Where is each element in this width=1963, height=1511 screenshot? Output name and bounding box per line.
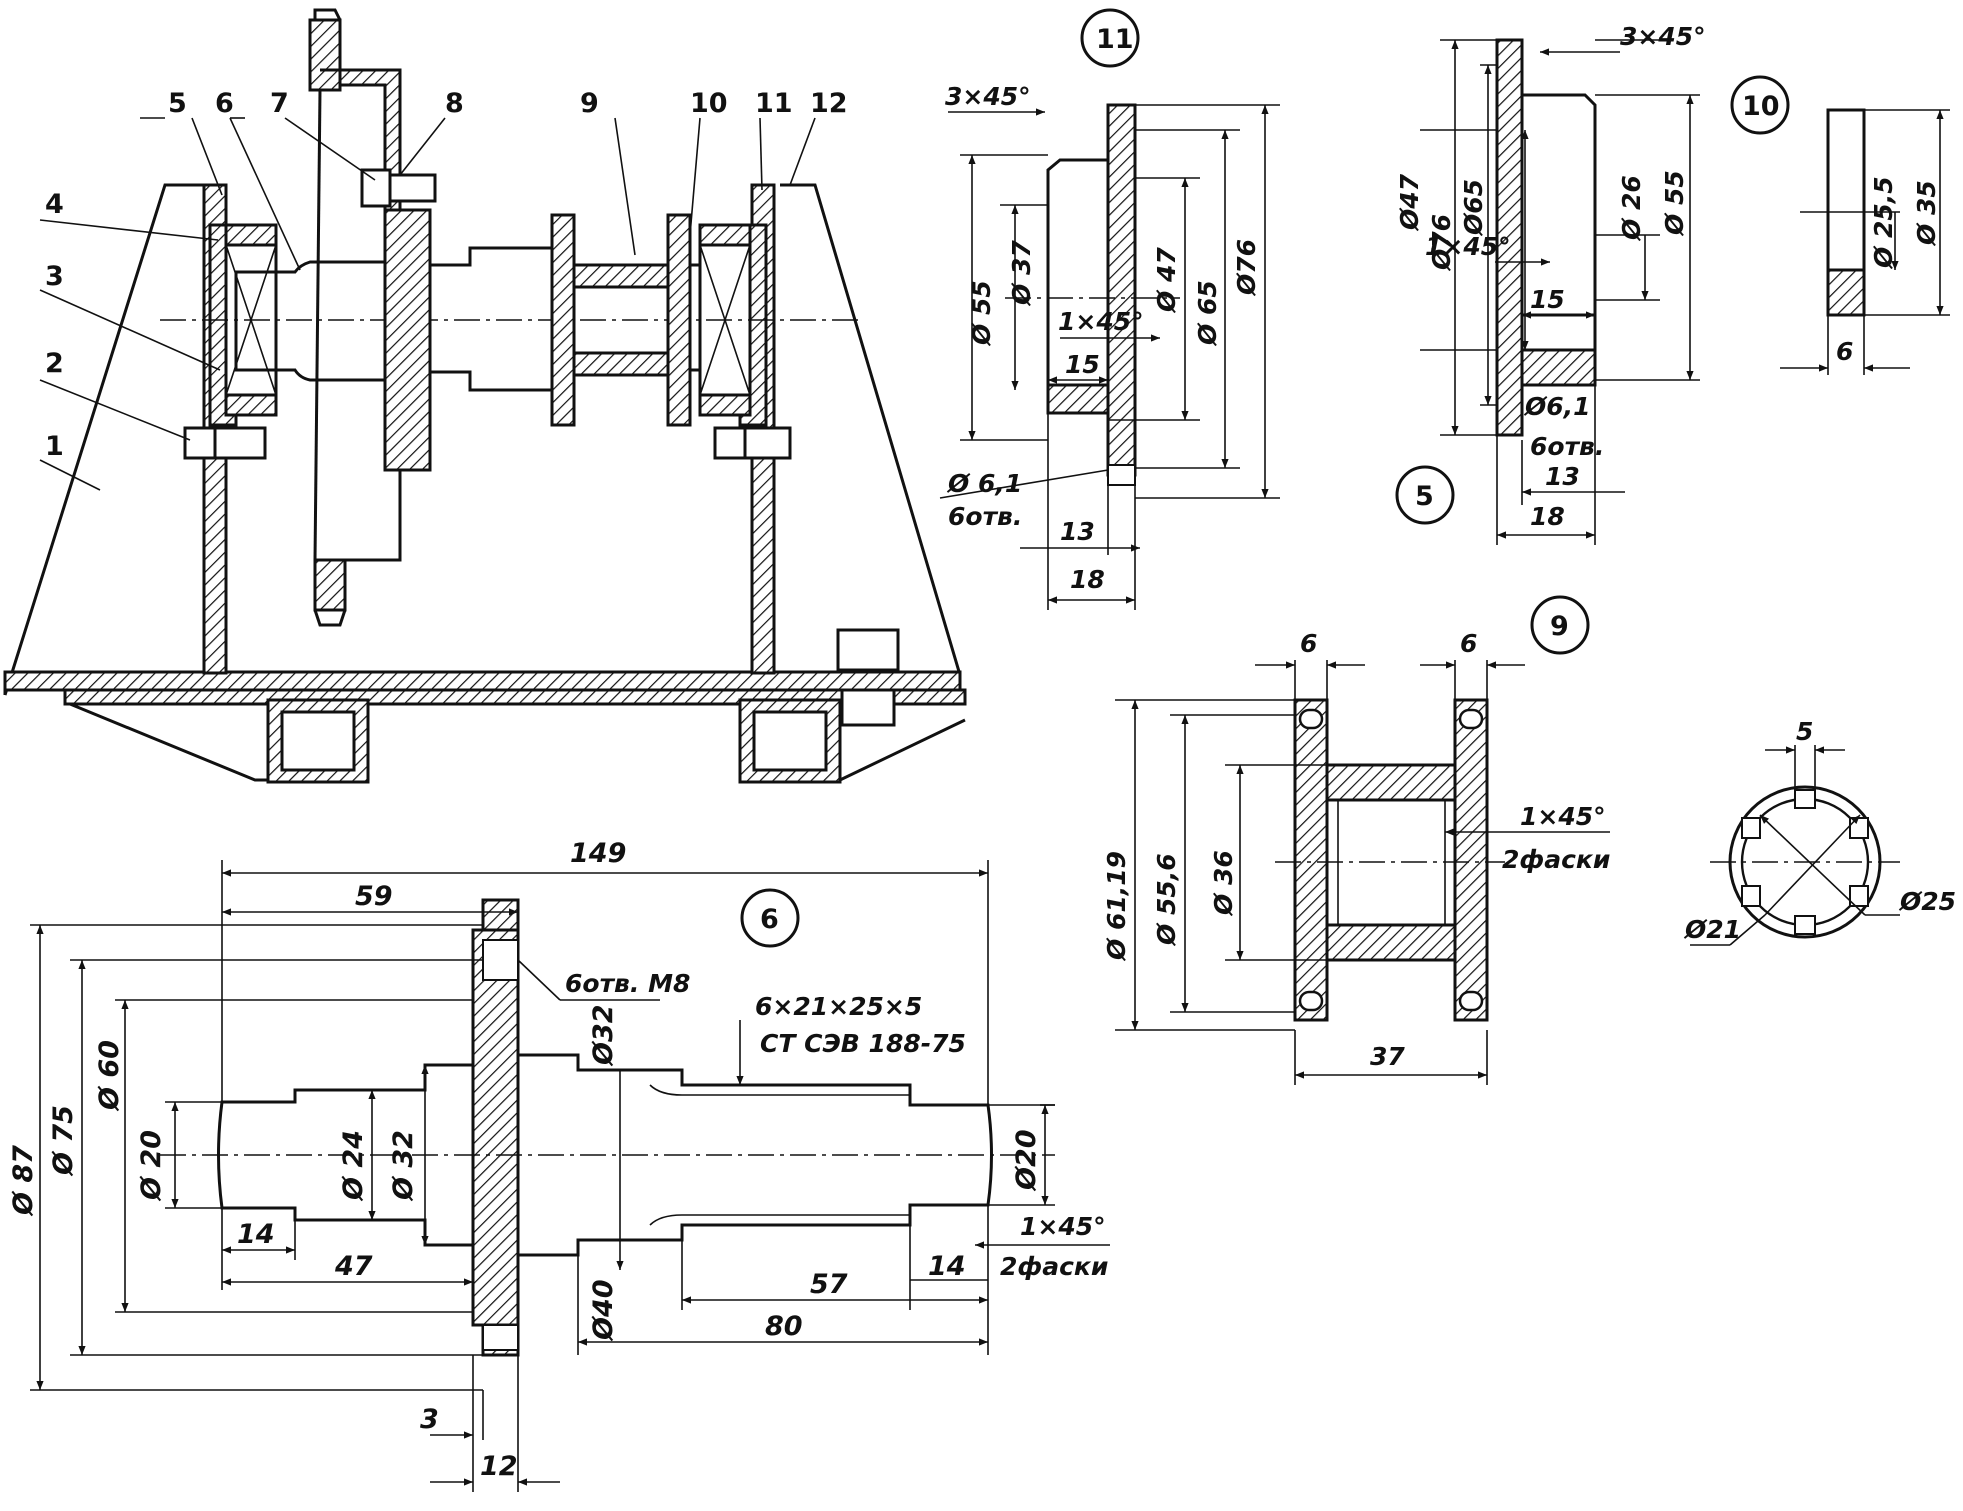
dim-9-1x45: 1×45°	[1520, 802, 1606, 831]
dim-5-47: Ø47	[1395, 173, 1424, 232]
dim-9-37: 37	[1370, 1042, 1405, 1071]
dim-11-15: 15	[1065, 350, 1100, 379]
dim-10-255: Ø 25,5	[1869, 176, 1898, 270]
dim-10-35: Ø 35	[1912, 180, 1941, 247]
dim-6-32b: Ø32	[588, 1004, 619, 1067]
dim-6-3: 3	[420, 1404, 439, 1435]
dim-6-holes-m8: 6отв. М8	[565, 969, 690, 998]
dim-11-holes: 6отв.	[948, 502, 1022, 531]
dim-6-standard: СТ СЭВ 188-75	[760, 1029, 966, 1058]
dim-6-14a: 14	[237, 1219, 275, 1250]
dim-11-47: Ø 47	[1152, 247, 1181, 314]
dim-5-26: Ø 26	[1617, 175, 1646, 242]
dim-5-15: 15	[1530, 285, 1565, 314]
dim-9-faces: 2фаски	[1502, 845, 1610, 874]
dim-spline-25: Ø25	[1898, 887, 1956, 916]
dim-6-faces: 2фаски	[1000, 1252, 1108, 1281]
label-part-4: 4	[45, 189, 64, 220]
dim-11-13: 13	[1060, 517, 1095, 546]
dim-5-18: 18	[1530, 502, 1565, 531]
dim-5-13: 13	[1545, 462, 1580, 491]
detail-5-label: 5	[1415, 481, 1434, 512]
dim-6-32a: Ø 32	[388, 1130, 419, 1202]
dim-6-chamfer: 1×45°	[1020, 1212, 1106, 1241]
label-part-10: 10	[690, 88, 728, 119]
dim-6-59: 59	[355, 881, 393, 912]
spline-section: 5 Ø21 Ø25	[1683, 717, 1956, 946]
dim-9-556: Ø 55,6	[1152, 853, 1181, 947]
dim-6-20b: Ø20	[1011, 1129, 1042, 1192]
dim-6-87: Ø 87	[8, 1145, 39, 1217]
assembly-view: 5 6 7 8 9 10 11 12 4 3 2 1	[3, 8, 967, 784]
detail-5: 3×45° Ø76 Ø65 Ø47 1×45° Ø 26 Ø 55 15 Ø6,…	[1395, 22, 1706, 545]
dim-9-6a: 6	[1300, 629, 1317, 658]
dim-6-12: 12	[480, 1451, 518, 1482]
label-part-7: 7	[270, 88, 289, 119]
dim-6-24: Ø 24	[338, 1130, 369, 1202]
label-part-2: 2	[45, 348, 64, 379]
dim-6-47: 47	[334, 1251, 373, 1282]
label-part-6: 6	[215, 88, 234, 119]
dim-9-36: Ø 36	[1209, 850, 1238, 917]
detail-9-label: 9	[1550, 611, 1569, 642]
dim-11-61: Ø 6,1	[946, 469, 1022, 498]
dim-10-6: 6	[1836, 337, 1853, 366]
dim-5-76: Ø76	[1427, 214, 1456, 272]
detail-10-label: 10	[1742, 91, 1780, 122]
label-part-12: 12	[810, 88, 848, 119]
dim-6-60: Ø 60	[94, 1040, 125, 1112]
detail-9: 9 6 6 Ø 61,19 Ø 55,6	[1102, 595, 1610, 1085]
detail-10: 10 Ø 25,5 Ø 35 6	[1730, 75, 1950, 375]
dim-6-80: 80	[765, 1311, 803, 1342]
label-part-9: 9	[580, 88, 599, 119]
label-part-8: 8	[445, 88, 464, 119]
dim-6-14b: 14	[928, 1251, 966, 1282]
dim-5-holes: 6отв.	[1530, 432, 1604, 461]
dim-6-spline: 6×21×25×5	[755, 992, 922, 1021]
dim-6-75: Ø 75	[48, 1105, 79, 1177]
detail-11: 11 3×45° Ø 55 Ø 37 1×45° Ø 47 Ø	[939, 8, 1280, 610]
dim-11-3x45: 3×45°	[945, 82, 1031, 111]
detail-6: 6	[8, 838, 1110, 1492]
dim-5-1x45: 1×45°	[1425, 232, 1511, 261]
dim-9-6b: 6	[1460, 629, 1477, 658]
dim-5-61: Ø6,1	[1523, 392, 1591, 421]
detail-6-label: 6	[760, 904, 779, 935]
dim-spline-5: 5	[1796, 717, 1813, 746]
label-part-11: 11	[755, 88, 793, 119]
dim-11-65: Ø 65	[1193, 280, 1222, 347]
dim-11-76: Ø76	[1232, 239, 1261, 297]
dim-5-65: Ø65	[1459, 179, 1488, 237]
label-part-3: 3	[45, 261, 64, 292]
dim-6-57: 57	[810, 1269, 848, 1300]
dim-11-37: Ø 37	[1007, 240, 1036, 307]
dim-11-55: Ø 55	[967, 280, 996, 347]
dim-6-40: Ø40	[588, 1279, 619, 1342]
label-part-5: 5	[168, 88, 187, 119]
dim-5-3x45: 3×45°	[1620, 22, 1706, 51]
dim-9-6119: Ø 61,19	[1102, 851, 1131, 962]
dim-11-1x45: 1×45°	[1058, 307, 1144, 336]
dim-11-18: 18	[1070, 565, 1105, 594]
dim-5-55: Ø 55	[1660, 170, 1689, 237]
dim-6-20a: Ø 20	[136, 1130, 167, 1202]
label-part-1: 1	[45, 431, 64, 462]
dim-6-149: 149	[570, 838, 626, 869]
detail-11-label: 11	[1096, 24, 1134, 55]
dim-spline-21: Ø21	[1683, 915, 1741, 944]
